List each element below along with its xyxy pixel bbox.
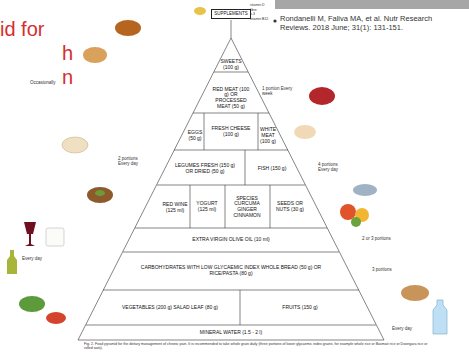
node-text: SPECIES CURCUMA GINGER CINNAMON <box>226 196 268 219</box>
frequency-note: 2 portions Every day <box>118 156 148 166</box>
bread-picture <box>401 285 429 301</box>
node-text: SUPPLEMENTS <box>214 11 248 16</box>
title-fragment: id for <box>0 18 44 41</box>
cell-divider <box>258 113 259 150</box>
header-bar <box>275 0 469 9</box>
supplement-item: fibre <box>250 8 257 12</box>
node-text: WHITE MEAT (100 g) <box>259 127 277 144</box>
pyramid-cell: RED WINE (125 ml) <box>161 202 189 214</box>
frequency-note: 4 portions Every day <box>318 162 348 172</box>
pyramid-tier: RED MEAT (100 g) OR PROCESSED MEAT (50 g… <box>210 87 252 110</box>
pyramid-tier: SWEETS (100 g) <box>219 59 243 71</box>
pyramid-cell: LEGUMES FRESH (150 g) OR DRIED (50 g) <box>173 163 237 175</box>
tier-line <box>214 72 248 73</box>
title-fragment: h <box>62 42 73 65</box>
fruit-picture <box>351 217 361 227</box>
supplement-item: vitamin B12 <box>250 17 268 21</box>
cell-divider <box>204 113 205 150</box>
tier-line <box>86 325 376 326</box>
pyramid-cell: WHITE MEAT (100 g) <box>259 127 277 144</box>
cell-divider <box>240 290 241 325</box>
fruit-picture <box>340 204 356 220</box>
citation: Rondanelli M, Faliva MA, et al. Nutr Res… <box>280 15 460 32</box>
pyramid-tier: MINERAL WATER (1.5 - 2 l) <box>131 330 331 336</box>
frequency-note: 3 portions <box>372 267 402 272</box>
node-text: MINERAL WATER (1.5 - 2 l) <box>200 330 262 336</box>
pyramid-cell: SPECIES CURCUMA GINGER CINNAMON <box>226 196 268 219</box>
frequency-note: Every day <box>392 326 422 331</box>
node-text: VEGETABLES (200 g) SALAD LEAF (80 g) <box>122 305 218 311</box>
cell-divider <box>270 185 271 228</box>
legumes-picture <box>87 187 113 203</box>
tier-line <box>157 185 305 186</box>
node-text: FISH (150 g) <box>258 166 287 172</box>
node-text: SWEETS (100 g) <box>219 59 243 71</box>
tier-line <box>135 228 327 229</box>
supplement-item: n-3 <box>250 12 255 16</box>
tier-line <box>174 150 288 151</box>
node-text: RED WINE (125 ml) <box>161 202 189 214</box>
tier-line <box>123 252 339 253</box>
node-text: EGGS (50 g) <box>187 130 203 142</box>
node-text: LEGUMES FRESH (150 g) OR DRIED (50 g) <box>173 163 237 175</box>
bullet <box>273 19 276 22</box>
wine-picture <box>24 222 36 246</box>
pyramid-outline <box>78 20 384 340</box>
pyramid-cell: FISH (150 g) <box>253 166 291 172</box>
yogurt-picture <box>46 228 64 246</box>
frequency-note: Occasionally <box>30 80 56 85</box>
pyramid-tier: CARBOHYDRATES WITH LOW GLYCAEMIC INDEX W… <box>131 265 331 277</box>
frequency-note: 1 portion Every week <box>262 86 294 96</box>
pyramid-cell: YOGURT (125 ml) <box>191 201 223 213</box>
cell-divider <box>245 150 246 185</box>
apex-stem <box>231 20 232 38</box>
vegetables-picture <box>46 312 66 324</box>
pyramid-cell: VEGETABLES (200 g) SALAD LEAF (80 g) <box>115 305 225 311</box>
pyramid-cell: EGGS (50 g) <box>187 130 203 142</box>
figure-caption: Fig. 2. Food pyramid for the dietary man… <box>84 342 429 350</box>
supplements-box: SUPPLEMENTS <box>211 9 251 18</box>
node-text: SEEDS OR NUTS (30 g) <box>274 201 306 213</box>
pyramid-cell: SEEDS OR NUTS (30 g) <box>274 201 306 213</box>
pills-picture <box>194 7 206 15</box>
legumes-picture <box>95 190 105 196</box>
node-text: YOGURT (125 ml) <box>191 201 223 213</box>
tier-line <box>103 290 359 291</box>
eggs-picture <box>62 137 88 153</box>
pyramid-tier: EXTRA VIRGIN OLIVE OIL (10 ml) <box>141 237 321 243</box>
pyramid-cell: FRESH CHEESE (100 g) <box>206 126 256 138</box>
fish-picture <box>353 184 377 196</box>
water-bottle-picture <box>433 300 447 334</box>
node-text: FRUITS (150 g) <box>282 305 317 311</box>
nuts-picture <box>115 20 141 36</box>
frequency-note: 2 or 3 portions <box>362 236 402 241</box>
node-text: RED MEAT (100 g) OR PROCESSED MEAT (50 g… <box>210 87 252 110</box>
node-text: EXTRA VIRGIN OLIVE OIL (10 ml) <box>192 237 269 243</box>
frequency-note: Every day <box>22 256 52 261</box>
node-text: FRESH CHEESE (100 g) <box>206 126 256 138</box>
cell-divider <box>225 185 226 228</box>
pyramid-cell: FRUITS (150 g) <box>250 305 350 311</box>
chicken-picture <box>294 125 316 139</box>
red-meat-picture <box>309 87 335 105</box>
title-fragment: n <box>62 66 73 89</box>
vegetables-picture <box>19 296 45 312</box>
supplement-item: vitamin D <box>250 3 265 7</box>
node-text: CARBOHYDRATES WITH LOW GLYCAEMIC INDEX W… <box>131 265 331 277</box>
pyramid-triangle <box>78 38 384 340</box>
tier-line <box>193 113 269 114</box>
cell-divider <box>190 185 191 228</box>
pastry-picture <box>83 47 107 63</box>
olive-oil-picture <box>7 250 17 274</box>
